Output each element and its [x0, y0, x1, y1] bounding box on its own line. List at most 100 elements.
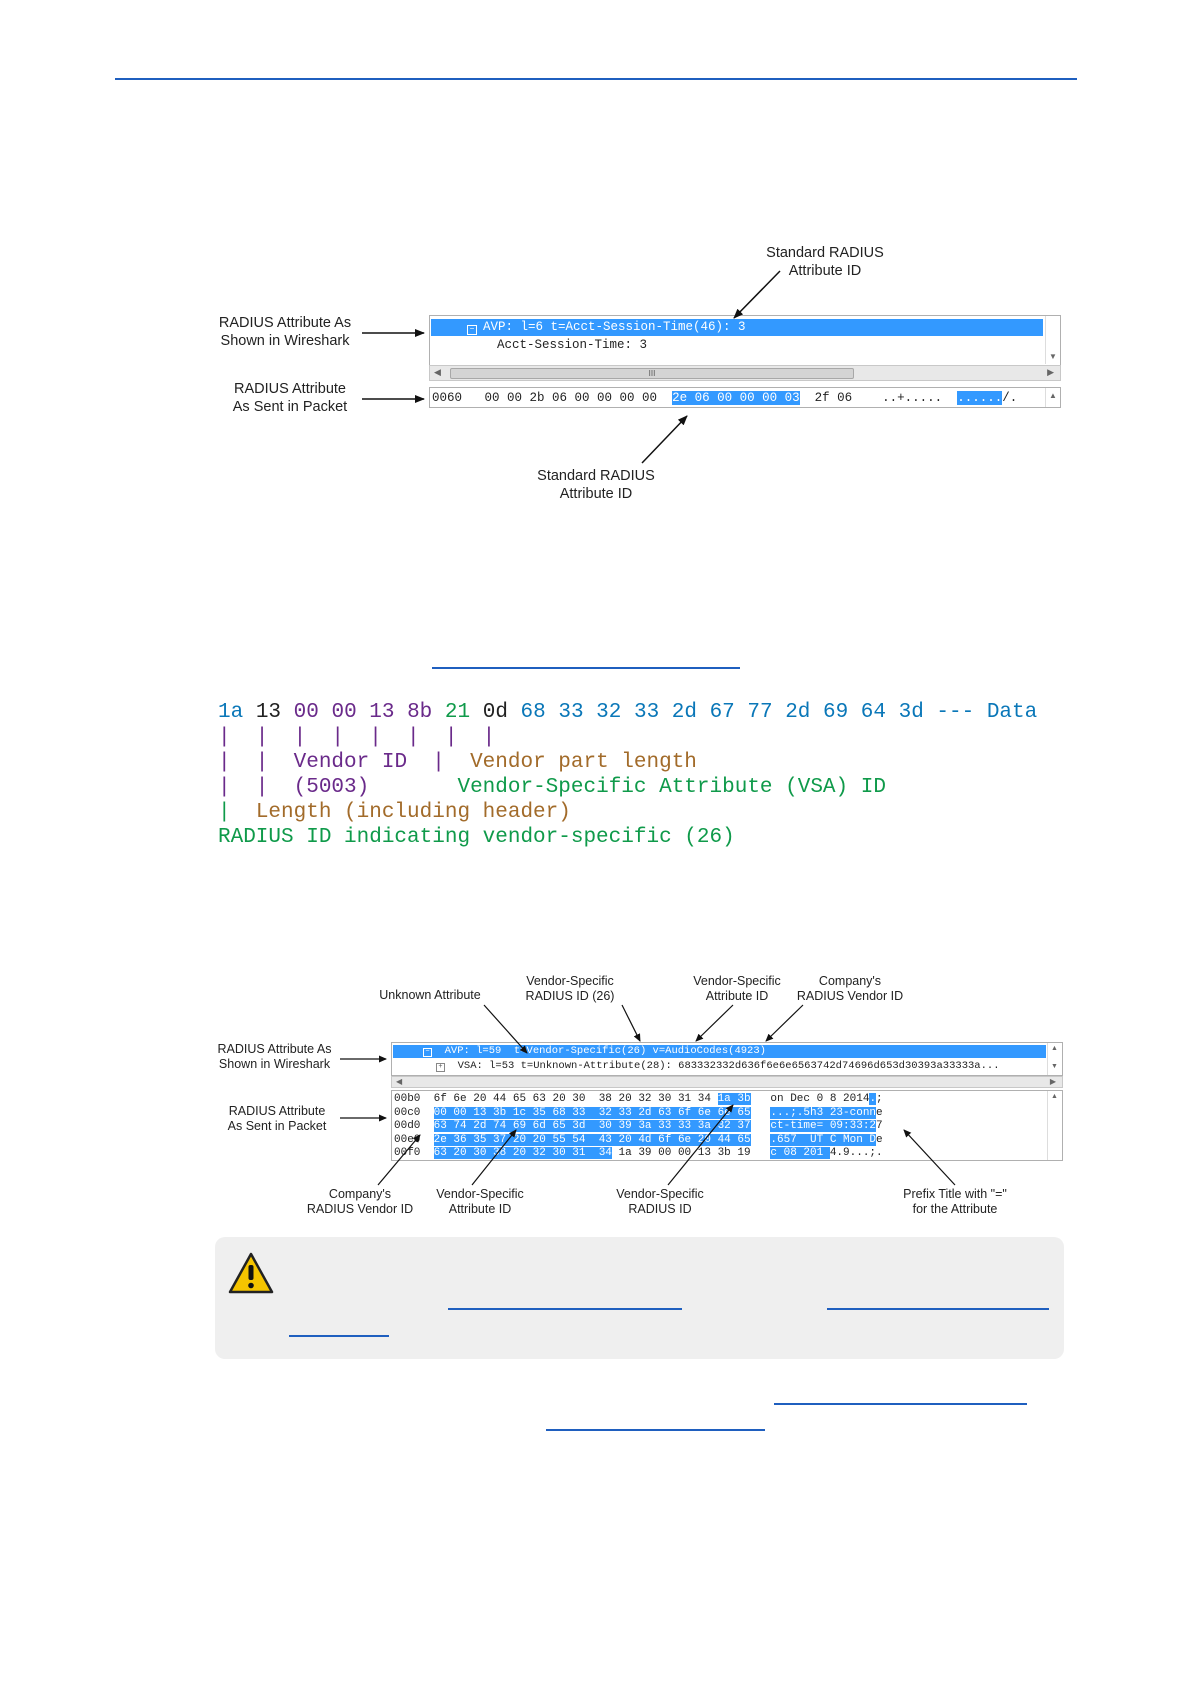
label-line: RADIUS Attribute As: [217, 1042, 332, 1056]
label-standard-radius-bottom: Standard RADIUS Attribute ID: [516, 467, 676, 503]
tree-row-child[interactable]: Acct-Session-Time: 3: [497, 338, 648, 352]
tree-row-vsa[interactable]: + VSA: l=53 t=Unknown-Attribute(28): 683…: [436, 1060, 1046, 1073]
scroll-thumb[interactable]: III: [450, 368, 854, 379]
tree-row-text: AVP: l=59 t=Vendor-Specific(26) v=AudioC…: [444, 1045, 766, 1057]
scroll-down-icon[interactable]: ▼: [1051, 1063, 1058, 1070]
hex-byte: 20: [453, 1147, 467, 1159]
code-line-1: 1a 13 00 00 13 8b 21 0d 68 33 32 33 2d 6…: [218, 700, 1098, 725]
hex-byte: 69: [512, 1120, 527, 1132]
hex-byte: 3a: [697, 1120, 711, 1132]
label-line: RADIUS Vendor ID: [306, 1202, 414, 1216]
hex-byte: 13: [697, 1147, 711, 1159]
wireshark-hex-pane-2[interactable]: 00b0 6f 6e 20 44 65 63 20 30 38 20 32 30…: [391, 1090, 1063, 1161]
note-box: [215, 1237, 1064, 1359]
note-link-underline-3[interactable]: [289, 1335, 389, 1337]
code-byte-group: 13: [255, 701, 282, 724]
hex-byte: 20: [532, 1133, 546, 1146]
label-prefix-title: Prefix Title with "=" for the Attribute: [885, 1187, 1025, 1217]
code-byte-group: 68 33 32 33 2d 67 77 2d 69 64 3d --- Dat…: [520, 701, 1038, 724]
hex-offset: 00d0: [394, 1120, 434, 1132]
label-line: As Sent in Packet: [232, 399, 348, 415]
code-vendor-part-length: Vendor part length: [470, 751, 697, 774]
tree-row-avp-vsa[interactable]: − AVP: l=59 t=Vendor-Specific(26) v=Audi…: [393, 1045, 1046, 1058]
code-line-2: | | | | | | | |: [218, 726, 496, 749]
scroll-left-icon[interactable]: ◀: [434, 367, 441, 377]
wireshark-tree-pane[interactable]: −AVP: l=6 t=Acct-Session-Time(46): 3 Acc…: [429, 315, 1061, 365]
label-company-bottom: Company's RADIUS Vendor ID: [295, 1187, 425, 1217]
label-line: RADIUS Vendor ID: [796, 989, 904, 1003]
wireshark-hex-pane[interactable]: 0060 00 00 2b 06 00 00 00 00 2e 06 00 00…: [429, 387, 1061, 408]
code-pipes: |: [407, 751, 471, 774]
hex-line-00f0: 00f0 63 20 30 38 20 32 30 31 34 1a 39 00…: [394, 1147, 883, 1159]
hex-line-0060: 0060 00 00 2b 06 00 00 00 00 2e 06 00 00…: [432, 391, 1017, 406]
vertical-scrollbar[interactable]: ▼: [1045, 316, 1060, 364]
hex-byte: 20: [512, 1147, 527, 1159]
hex-byte: 20: [618, 1093, 632, 1105]
expand-icon[interactable]: +: [436, 1063, 445, 1072]
hyperlink-underline-3[interactable]: [546, 1429, 765, 1431]
hex-byte: 00: [658, 1147, 672, 1159]
tree-row-avp[interactable]: −AVP: l=6 t=Acct-Session-Time(46): 3: [431, 319, 1043, 336]
hex-byte: 37: [737, 1120, 751, 1132]
hex-byte: 43: [598, 1133, 612, 1146]
ascii-text: ..+.....: [882, 391, 943, 405]
ascii-highlighted: ct-time= 09:33:2: [770, 1120, 877, 1132]
ascii-text: on Dec 0 8 2014: [770, 1093, 870, 1105]
scroll-right-icon[interactable]: ▶: [1047, 367, 1054, 377]
note-link-underline-2[interactable]: [827, 1308, 1049, 1310]
scroll-up-icon[interactable]: ▲: [1051, 1045, 1058, 1052]
scroll-down-icon[interactable]: ▼: [1049, 352, 1057, 361]
label-vs-radius-top: Vendor-Specific RADIUS ID (26): [510, 974, 630, 1004]
hex-byte: 32: [638, 1093, 652, 1105]
hex-byte: 32: [532, 1147, 546, 1159]
collapse-icon[interactable]: −: [467, 325, 477, 335]
hex-byte: 63: [532, 1093, 546, 1105]
label-line: for the Attribute: [912, 1202, 998, 1216]
code-byte-group: 21: [444, 701, 471, 724]
hex-line-00d0: 00d0 63 74 2d 74 69 6d 65 3d 30 39 3a 33…: [394, 1120, 883, 1132]
code-pipes: | |: [218, 751, 294, 774]
code-line-5: | Length (including header): [218, 800, 1098, 825]
note-link-underline-1[interactable]: [448, 1308, 682, 1310]
scroll-left-icon[interactable]: ◀: [396, 1077, 403, 1086]
hex-line-00b0: 00b0 6f 6e 20 44 65 63 20 30 38 20 32 30…: [394, 1093, 883, 1105]
figure2-arrows: [340, 1004, 956, 1186]
hex-byte: 35: [473, 1133, 487, 1146]
hyperlink-underline-2[interactable]: [774, 1403, 1027, 1405]
label-vs-attr-top: Vendor-Specific Attribute ID: [677, 974, 797, 1004]
label-unknown-attribute: Unknown Attribute: [379, 988, 481, 1002]
hex-byte: 00: [433, 1106, 447, 1119]
hex-bytes: 2f 06: [814, 391, 853, 405]
code-space: [432, 701, 445, 724]
hex-byte: 65: [737, 1106, 751, 1119]
code-byte-group: 0d: [482, 701, 508, 724]
collapse-icon[interactable]: −: [423, 1048, 432, 1057]
hex-byte: 20: [552, 1093, 566, 1105]
hex-byte: 65: [552, 1120, 566, 1132]
horizontal-scrollbar-2[interactable]: ◀ ▶: [391, 1076, 1063, 1088]
hex-byte: 39: [618, 1120, 632, 1132]
hex-byte: 34: [697, 1093, 711, 1105]
hex-byte: 3b: [717, 1147, 731, 1159]
hex-byte: 35: [532, 1106, 546, 1119]
tree-row-text: AVP: l=6 t=Acct-Session-Time(46): 3: [483, 320, 746, 334]
wireshark-tree-pane-2[interactable]: − AVP: l=59 t=Vendor-Specific(26) v=Audi…: [391, 1042, 1063, 1076]
scroll-up-icon[interactable]: ▲: [1045, 388, 1060, 407]
horizontal-scrollbar[interactable]: ◀ III ▶: [429, 365, 1061, 381]
hex-byte: 55: [552, 1133, 566, 1146]
figure1-arrows: [362, 270, 781, 464]
scroll-up-icon[interactable]: ▲: [1051, 1093, 1058, 1100]
scroll-right-icon[interactable]: ▶: [1049, 1077, 1056, 1086]
vertical-scrollbar-2[interactable]: ▲ ▼: [1047, 1043, 1062, 1075]
figure-vendor-specific: Unknown Attribute Vendor-Specific RADIUS…: [0, 960, 1191, 1220]
hyperlink-underline[interactable]: [432, 667, 740, 669]
hex-byte: 32: [717, 1120, 731, 1132]
label-vs-attr-bottom: Vendor-Specific Attribute ID: [420, 1187, 540, 1217]
hex-byte: 30: [598, 1120, 612, 1132]
hex-line-00e0: 00e0 2e 36 35 37 20 20 55 54 43 20 4d 6f…: [394, 1133, 883, 1146]
label-line: As Sent in Packet: [227, 1119, 327, 1133]
code-byte-group: 00 00 13 8b: [293, 701, 433, 724]
hex-byte: 37: [493, 1133, 507, 1146]
vertical-scrollbar-3[interactable]: ▲: [1047, 1091, 1062, 1160]
label-line: Vendor-Specific: [616, 1187, 704, 1201]
